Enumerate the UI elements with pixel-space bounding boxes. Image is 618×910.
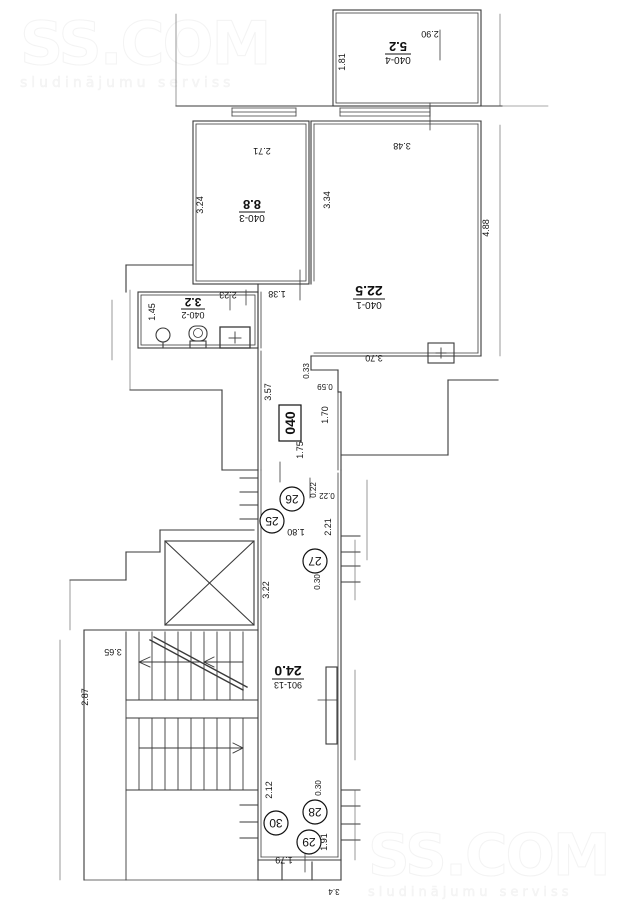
dim-1-81: 1.81 bbox=[337, 53, 347, 71]
marker-28: 28 bbox=[302, 799, 328, 825]
room-label-040-4: 040-4 5.2 bbox=[385, 39, 411, 65]
marker-29-text: 29 bbox=[302, 835, 316, 849]
room-040-1-code: 040-1 bbox=[356, 299, 382, 310]
dim-3-34: 3.34 bbox=[322, 191, 332, 209]
door-openings-lower-right bbox=[340, 789, 361, 841]
annotation-text-layer: 040-4 5.2 2.90 1.81 040-3 8.8 2.71 3.24 … bbox=[80, 29, 491, 896]
dim-2-23: 2.23 bbox=[219, 290, 237, 300]
marker-26: 26 bbox=[279, 486, 305, 512]
room-040-4-outline bbox=[332, 9, 482, 107]
dim-3-4: 3.4 bbox=[328, 887, 340, 896]
room-040-1-area: 22.5 bbox=[355, 283, 382, 299]
marker-29: 29 bbox=[296, 829, 322, 855]
door-openings-right bbox=[340, 535, 361, 583]
dim-0-22-b: 0.22 bbox=[319, 491, 335, 500]
window-040-3 bbox=[231, 107, 297, 117]
dim-0-22-a: 0.22 bbox=[309, 482, 318, 498]
sink-icon bbox=[155, 327, 171, 349]
marker-27-text: 27 bbox=[308, 554, 322, 568]
dim-2-12: 2.12 bbox=[264, 781, 274, 799]
dim-1-70: 1.70 bbox=[320, 406, 330, 424]
elevator-shaft-diagonal-2 bbox=[164, 540, 255, 626]
dim-0-30-a: 0.30 bbox=[313, 574, 322, 590]
radiator-icon-040-1 bbox=[427, 342, 455, 364]
marker-26-text: 26 bbox=[285, 492, 299, 506]
dim-1-79: 1.79 bbox=[275, 855, 293, 865]
stair-treads-upper bbox=[125, 631, 244, 701]
extension-line-layer bbox=[59, 13, 549, 881]
dim-0-59: 0.59 bbox=[317, 382, 333, 391]
room-040-2-code: 040-2 bbox=[181, 310, 204, 320]
dim-3-22: 3.22 bbox=[261, 581, 271, 599]
marker-25: 25 bbox=[259, 508, 285, 534]
stair-treads-lower bbox=[138, 717, 244, 791]
dim-4-88: 4.88 bbox=[481, 219, 491, 237]
room-040-3-outline bbox=[192, 120, 310, 285]
room-040-4-inner bbox=[335, 12, 479, 104]
room-040-2-inner bbox=[140, 294, 256, 346]
marker-30-text: 30 bbox=[269, 816, 283, 830]
dim-1-38: 1.38 bbox=[268, 289, 286, 299]
door-openings-lower-left bbox=[239, 789, 259, 839]
unit-label-040-text: 040 bbox=[282, 411, 298, 435]
room-040-3-area: 8.8 bbox=[243, 197, 261, 212]
marker-25-text: 25 bbox=[265, 514, 279, 528]
dim-0-30-b: 0.30 bbox=[314, 780, 323, 796]
unit-label-040: 040 bbox=[278, 404, 302, 442]
duct-901-13 bbox=[317, 666, 338, 745]
room-040-4-code: 040-4 bbox=[385, 54, 411, 65]
wall-stubs-bottom bbox=[257, 859, 342, 881]
marker-27: 27 bbox=[302, 548, 328, 574]
wall-layer bbox=[59, 9, 549, 881]
dim-0-33: 0.33 bbox=[302, 363, 311, 379]
toilet-icon bbox=[188, 325, 208, 349]
room-label-040-3: 040-3 8.8 bbox=[239, 197, 265, 223]
room-label-040-2: 040-2 3.2 bbox=[181, 295, 205, 320]
dim-3-48: 3.48 bbox=[393, 141, 411, 151]
dim-1-45: 1.45 bbox=[147, 303, 157, 321]
dim-3-24: 3.24 bbox=[195, 196, 205, 214]
dim-1-91: 1.91 bbox=[319, 833, 329, 851]
dim-3-70: 3.70 bbox=[365, 353, 383, 363]
room-040-3-code: 040-3 bbox=[239, 212, 265, 223]
dim-2-87: 2.87 bbox=[80, 688, 90, 706]
marker-30: 30 bbox=[263, 810, 289, 836]
dim-2-90: 2.90 bbox=[421, 29, 439, 39]
room-040-3-inner bbox=[195, 123, 307, 282]
dim-2-21: 2.21 bbox=[323, 518, 333, 536]
room-label-901-13: 901-13 24.0 bbox=[272, 663, 304, 690]
room-label-040-1: 040-1 22.5 bbox=[353, 283, 385, 310]
dim-3-65: 3.65 bbox=[104, 647, 122, 657]
stair-direction-arrows bbox=[138, 656, 244, 754]
door-openings-left bbox=[239, 477, 259, 520]
room-040-4-area: 5.2 bbox=[389, 39, 407, 54]
room-901-13-code: 901-13 bbox=[274, 680, 302, 690]
bathtub-icon bbox=[219, 326, 251, 349]
dim-2-71: 2.71 bbox=[253, 146, 271, 156]
room-040-2-area: 3.2 bbox=[184, 295, 201, 309]
window-040-1 bbox=[339, 107, 431, 117]
dim-1-75: 1.75 bbox=[295, 441, 305, 459]
elevator-shaft-outline bbox=[164, 540, 255, 626]
marker-28-text: 28 bbox=[308, 805, 322, 819]
room-901-13-area: 24.0 bbox=[274, 663, 301, 679]
stair-break-line bbox=[149, 636, 248, 691]
dim-3-57: 3.57 bbox=[263, 383, 273, 401]
dimension-ticks bbox=[229, 29, 441, 873]
dim-1-80: 1.80 bbox=[287, 527, 305, 537]
